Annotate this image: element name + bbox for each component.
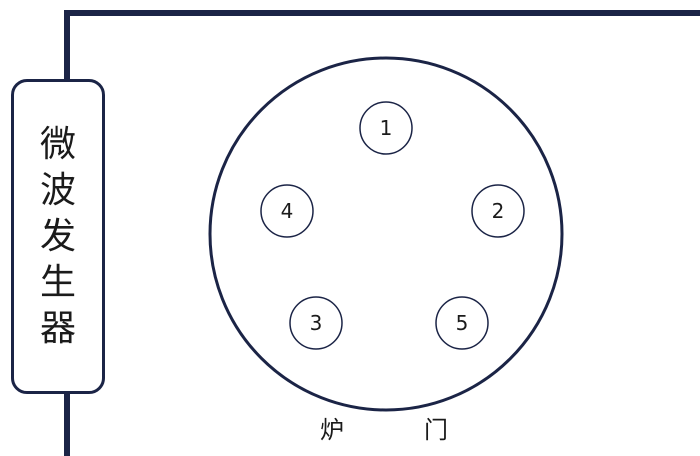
sample-position-2: 2	[471, 184, 525, 238]
sample-position-4: 4	[260, 184, 314, 238]
generator-label-char: 生	[39, 261, 76, 303]
generator-label-char: 发	[39, 215, 76, 257]
generator-label-char: 微	[39, 123, 76, 165]
turntable-circle	[208, 56, 564, 412]
generator-label-char: 波	[39, 169, 76, 211]
door-label-char: 门	[424, 416, 448, 444]
microwave-generator-box: 微 波 发 生 器	[11, 79, 105, 394]
sample-position-label: 2	[492, 199, 505, 223]
oven-wall	[64, 10, 700, 456]
sample-position-label: 1	[380, 116, 393, 140]
sample-position-label: 5	[456, 311, 469, 335]
door-label-char: 炉	[320, 416, 344, 444]
sample-position-label: 4	[281, 199, 294, 223]
sample-position-3: 3	[289, 296, 343, 350]
sample-position-label: 3	[310, 311, 323, 335]
sample-position-5: 5	[435, 296, 489, 350]
sample-position-1: 1	[359, 101, 413, 155]
generator-label-char: 器	[39, 307, 76, 349]
